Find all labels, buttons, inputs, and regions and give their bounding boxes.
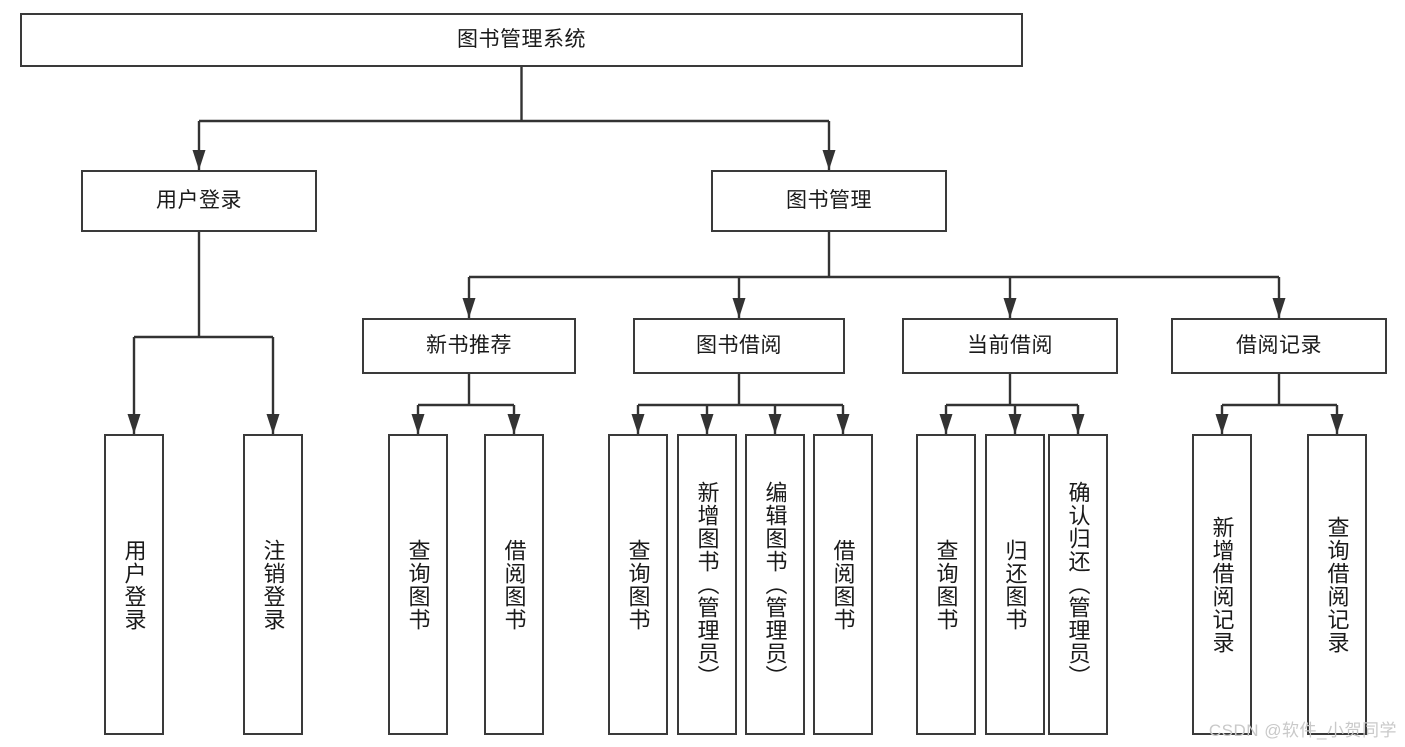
- watermark: CSDN @软件_小贺同学: [1208, 721, 1397, 740]
- leaf-query-borrow-record[interactable]: 查询借阅记录: [1307, 434, 1367, 735]
- node-label: 借阅图书: [830, 538, 856, 631]
- node-current-borrow[interactable]: 当前借阅: [902, 318, 1118, 374]
- node-user-login[interactable]: 用户登录: [81, 170, 317, 232]
- node-root[interactable]: 图书管理系统: [20, 13, 1023, 67]
- node-label: 新增借阅记录: [1209, 515, 1235, 654]
- node-label: 注销登录: [260, 538, 286, 631]
- node-borrow-record[interactable]: 借阅记录: [1171, 318, 1387, 374]
- leaf-query-book-1[interactable]: 查询图书: [388, 434, 448, 735]
- node-label: 当前借阅: [967, 333, 1053, 357]
- node-label: 查询图书: [625, 538, 651, 631]
- leaf-borrow-book-2[interactable]: 借阅图书: [813, 434, 873, 735]
- leaf-confirm-return[interactable]: 确认归还（管理员）: [1048, 434, 1108, 735]
- node-label: 查询图书: [405, 538, 431, 631]
- node-label: 用户登录: [121, 538, 147, 631]
- node-new-book-recommend[interactable]: 新书推荐: [362, 318, 576, 374]
- node-book-manage[interactable]: 图书管理: [711, 170, 947, 232]
- node-label: 图书管理系统: [457, 27, 586, 51]
- leaf-query-book-2[interactable]: 查询图书: [608, 434, 668, 735]
- node-label: 查询借阅记录: [1324, 515, 1350, 654]
- node-label: 确认归还（管理员）: [1065, 481, 1091, 688]
- leaf-logout[interactable]: 注销登录: [243, 434, 303, 735]
- node-label: 归还图书: [1002, 538, 1028, 631]
- leaf-add-book[interactable]: 新增图书（管理员）: [677, 434, 737, 735]
- node-book-borrow[interactable]: 图书借阅: [633, 318, 845, 374]
- node-label: 新书推荐: [426, 333, 512, 357]
- node-label: 借阅记录: [1236, 333, 1322, 357]
- node-label: 用户登录: [156, 188, 242, 212]
- leaf-edit-book[interactable]: 编辑图书（管理员）: [745, 434, 805, 735]
- leaf-borrow-book-1[interactable]: 借阅图书: [484, 434, 544, 735]
- node-label: 图书管理: [786, 188, 872, 212]
- node-label: 新增图书（管理员）: [694, 481, 720, 688]
- node-label: 图书借阅: [696, 333, 782, 357]
- node-label: 查询图书: [933, 538, 959, 631]
- node-label: 借阅图书: [501, 538, 527, 631]
- leaf-return-book[interactable]: 归还图书: [985, 434, 1045, 735]
- leaf-add-borrow-record[interactable]: 新增借阅记录: [1192, 434, 1252, 735]
- node-label: 编辑图书（管理员）: [762, 481, 788, 688]
- leaf-user-login[interactable]: 用户登录: [104, 434, 164, 735]
- leaf-query-book-3[interactable]: 查询图书: [916, 434, 976, 735]
